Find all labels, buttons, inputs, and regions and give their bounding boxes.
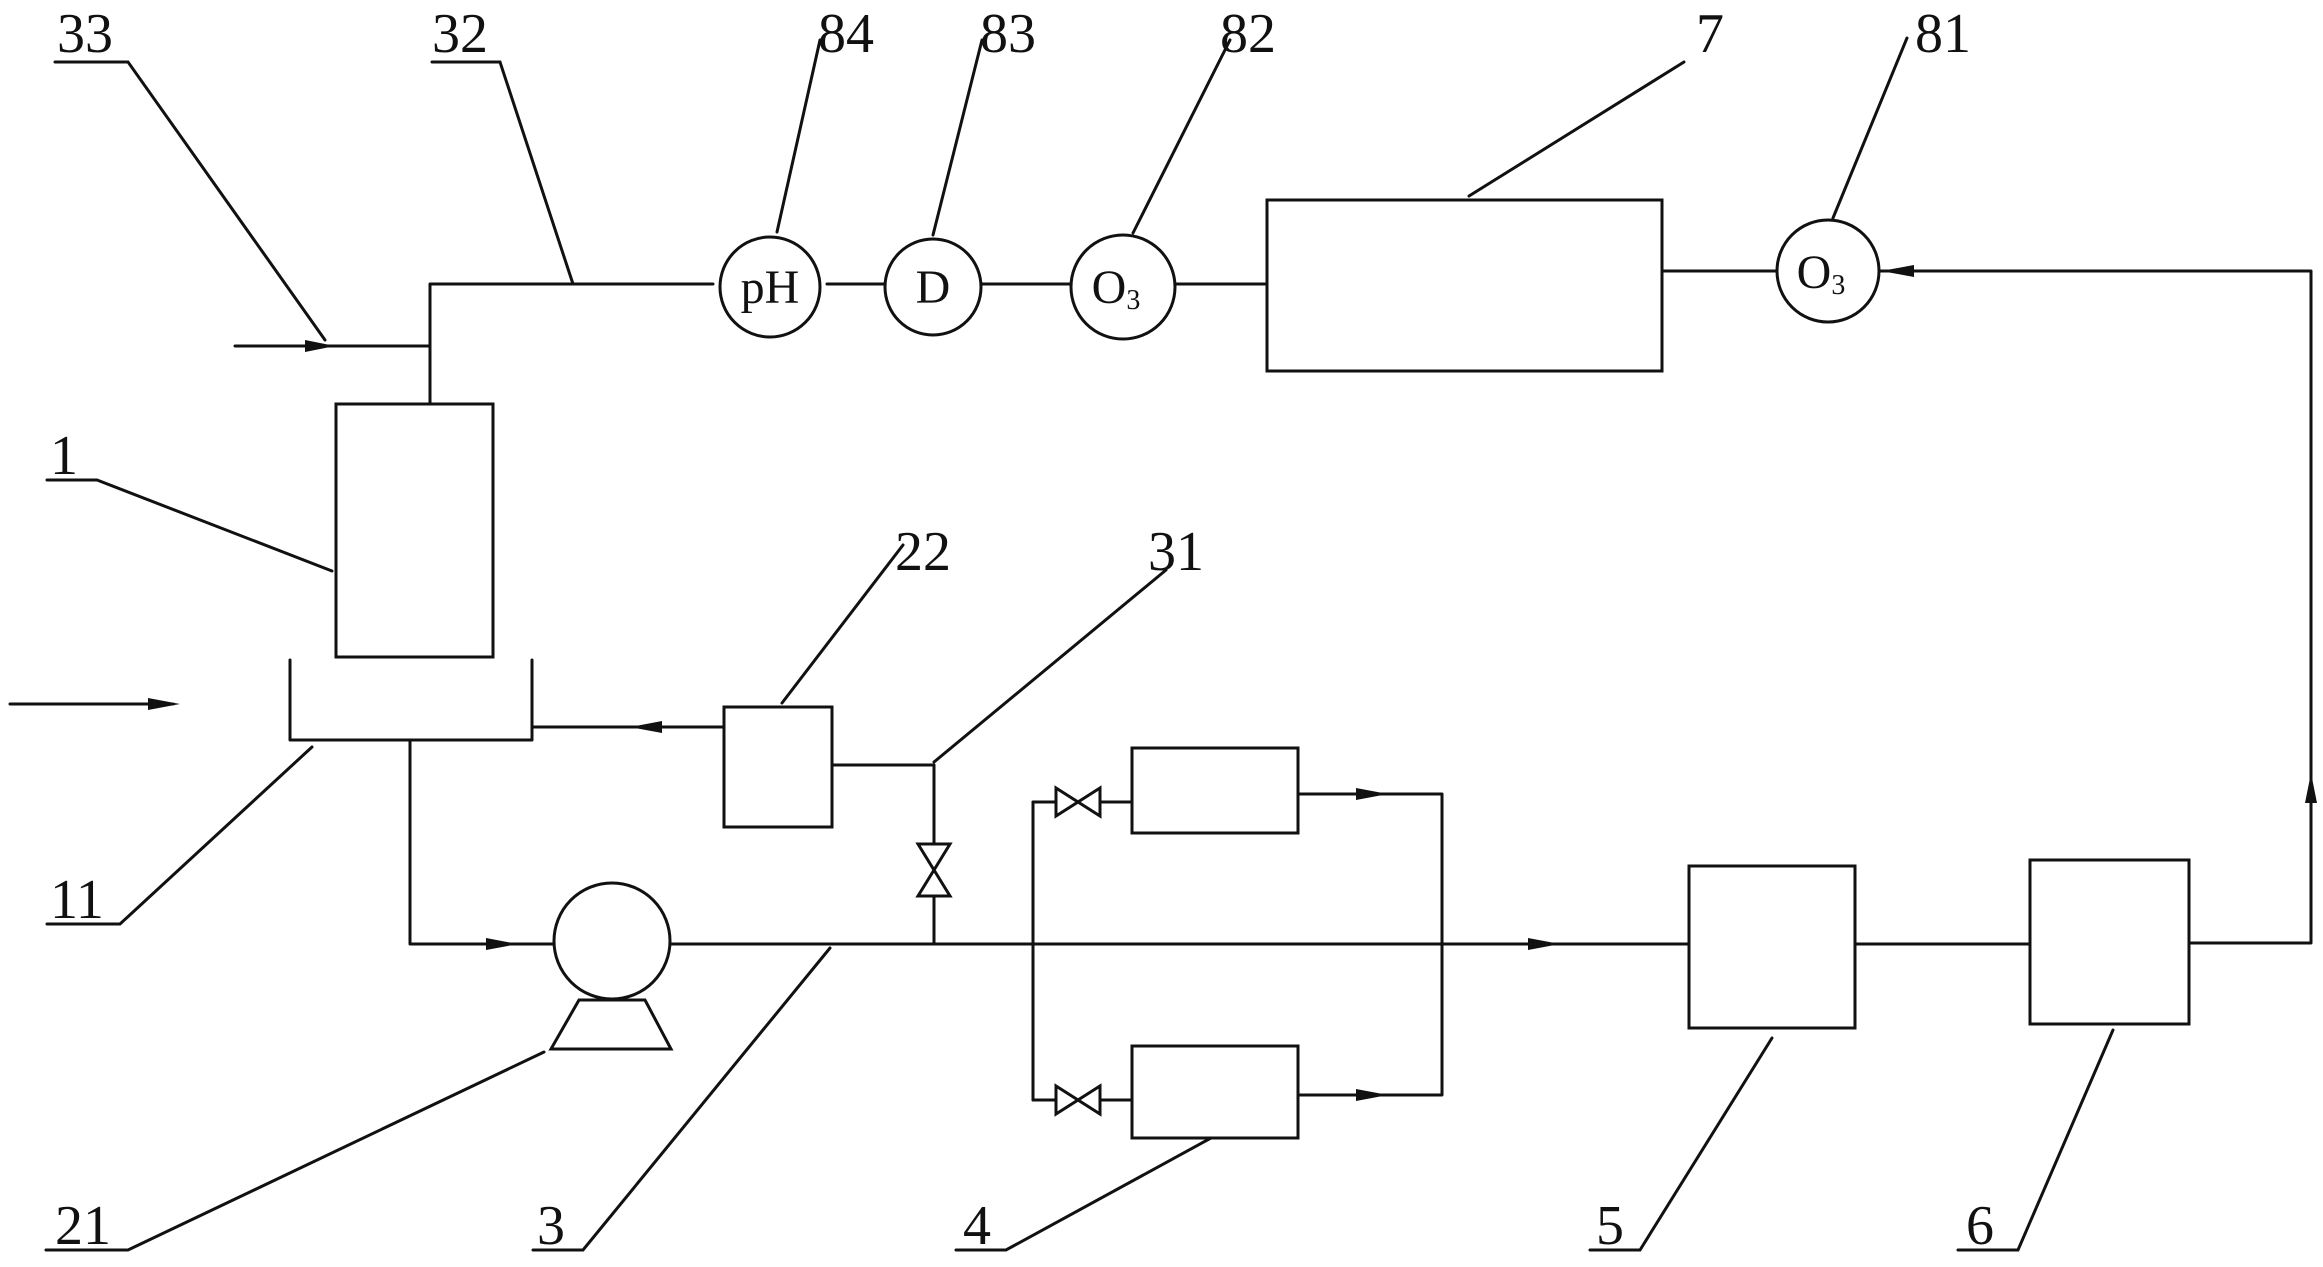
leader-33 xyxy=(53,60,327,342)
arrow-to-pump xyxy=(486,938,518,950)
flow-arrows xyxy=(148,265,2317,1101)
label-6: 6 xyxy=(1966,1195,1994,1257)
return-pipe xyxy=(1877,269,2313,945)
density-meter-83: D xyxy=(883,237,983,337)
unit-6 xyxy=(2028,858,2191,1026)
leader-4 xyxy=(954,1136,1213,1252)
filter-4-lower xyxy=(1130,1044,1300,1140)
unit-5 xyxy=(1687,864,1857,1030)
leader-82 xyxy=(1131,38,1232,235)
label-5: 5 xyxy=(1596,1195,1624,1257)
pipe-tank-to-pump xyxy=(408,738,556,946)
leader-22 xyxy=(780,543,905,705)
leader-81 xyxy=(1831,36,1909,220)
leader-6 xyxy=(1956,1028,2115,1252)
ozone-sensor-82: O3 xyxy=(1069,233,1177,341)
ph-meter-84: pH xyxy=(718,235,822,339)
leader-32 xyxy=(430,60,575,286)
ozone-sensor-81: O3 xyxy=(1775,218,1881,324)
label-11: 11 xyxy=(50,869,104,931)
pump-21 xyxy=(548,881,674,1051)
reference-labels: 33 32 84 83 82 7 81 1 22 31 11 21 3 4 5 … xyxy=(50,3,1994,1257)
instruments: pH D O3 O3 xyxy=(718,218,1881,341)
arrow-return-up xyxy=(2305,773,2317,803)
label-7: 7 xyxy=(1696,3,1724,65)
label-21: 21 xyxy=(55,1195,111,1257)
leader-1 xyxy=(45,478,334,573)
vessel-1 xyxy=(334,402,495,659)
filter-4-upper xyxy=(1130,746,1300,835)
ozone-sensor-81-label: O3 xyxy=(1797,246,1846,301)
leader-11 xyxy=(45,745,314,926)
label-82: 82 xyxy=(1220,3,1276,65)
pipe-lines xyxy=(8,269,2313,1102)
label-33: 33 xyxy=(57,3,113,65)
label-83: 83 xyxy=(980,3,1036,65)
tank-11 xyxy=(288,658,534,742)
valve-31 xyxy=(915,842,953,898)
label-22: 22 xyxy=(895,521,951,583)
leader-21 xyxy=(44,1050,546,1252)
label-32: 32 xyxy=(432,3,488,65)
unit-7 xyxy=(1265,198,1664,373)
density-meter-label: D xyxy=(916,261,951,314)
ph-meter-label: pH xyxy=(741,261,800,314)
arrow-into-o3-81 xyxy=(1881,265,1914,277)
label-1: 1 xyxy=(50,425,78,487)
leader-5 xyxy=(1588,1036,1774,1252)
pipe-32 xyxy=(428,282,715,406)
arrow-to-unit5 xyxy=(1528,938,1560,950)
arrow-inlet-11 xyxy=(148,698,180,710)
arrow-inlet-33 xyxy=(305,340,335,352)
arrow-to-tank xyxy=(630,721,662,733)
leader-83 xyxy=(931,38,984,237)
label-81: 81 xyxy=(1915,3,1971,65)
equipment xyxy=(288,198,2191,1140)
leader-84 xyxy=(775,38,822,234)
leader-lines xyxy=(44,36,2115,1252)
label-4: 4 xyxy=(963,1195,991,1257)
valve-filter-upper xyxy=(1054,785,1102,819)
leader-3 xyxy=(531,946,832,1252)
label-84: 84 xyxy=(818,3,874,65)
leader-31 xyxy=(932,568,1168,764)
leader-7 xyxy=(1467,60,1686,198)
pump-base xyxy=(548,998,674,1051)
arrow-filter-lower xyxy=(1356,1089,1388,1101)
valves xyxy=(915,785,1102,1117)
label-31: 31 xyxy=(1148,521,1204,583)
valve-filter-lower xyxy=(1054,1083,1102,1117)
label-3: 3 xyxy=(537,1195,565,1257)
arrow-filter-upper xyxy=(1356,788,1388,800)
pump-body xyxy=(552,881,672,1001)
ozone-sensor-82-label: O3 xyxy=(1092,261,1141,316)
unit-22 xyxy=(722,705,834,829)
